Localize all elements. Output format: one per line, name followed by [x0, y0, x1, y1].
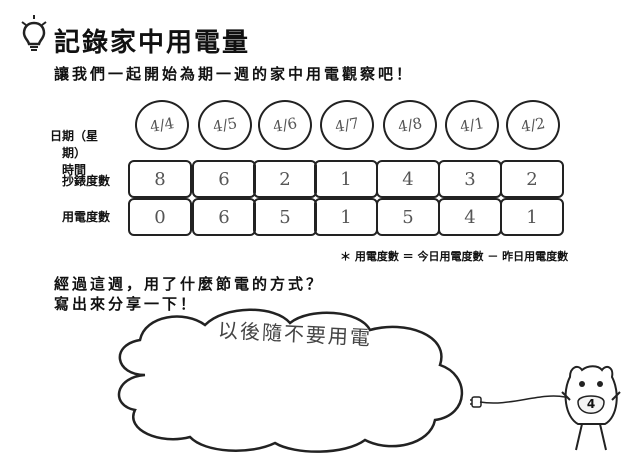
- date-circle-3: 4/6: [258, 100, 312, 150]
- reading-cell-4: 1: [314, 160, 378, 198]
- row-label-date: 日期（星期） 時間: [44, 127, 104, 178]
- reading-cell-6: 3: [438, 160, 502, 198]
- row-label-meter-reading: 抄錶度數: [61, 174, 110, 188]
- row-label-usage: 用電度數: [61, 210, 110, 224]
- date-value: 4/6: [271, 114, 299, 136]
- lightbulb-icon: [21, 15, 47, 51]
- reading-cell-1: 8: [128, 160, 192, 198]
- reading-cell-3: 2: [253, 160, 317, 198]
- reading-cell-5: 4: [376, 160, 440, 198]
- usage-cell-7: 1: [500, 198, 564, 236]
- date-circle-1: 4/4: [135, 100, 189, 150]
- date-circle-5: 4/8: [383, 100, 437, 150]
- usage-cell-2: 6: [192, 198, 256, 236]
- date-value: 4/5: [211, 114, 239, 136]
- date-value: 4/2: [519, 114, 547, 136]
- usage-cell-5: 5: [376, 198, 440, 236]
- usage-cell-6: 4: [438, 198, 502, 236]
- intro-text: 讓我們一起開始為期一週的家中用電觀察吧！: [54, 65, 415, 83]
- usage-cell-1: 0: [128, 198, 192, 236]
- plug-mascot-illustration: 4: [470, 365, 621, 451]
- answer-cloud: [117, 308, 464, 453]
- date-circle-2: 4/5: [198, 100, 252, 150]
- date-circle-4: 4/7: [320, 100, 374, 150]
- row-label-date-line2: 時間: [61, 163, 86, 177]
- mascot-badge-number: 4: [587, 397, 595, 411]
- date-circle-7: 4/2: [506, 100, 560, 150]
- question-line-2: 寫出來分享一下！: [54, 295, 199, 313]
- page-title: 記錄家中用電量: [54, 28, 251, 58]
- date-value: 4/4: [148, 114, 176, 136]
- reading-cell-7: 2: [500, 160, 564, 198]
- reading-cell-2: 6: [192, 160, 256, 198]
- date-circle-6: 4/1: [445, 100, 499, 150]
- usage-cell-3: 5: [253, 198, 317, 236]
- date-value: 4/7: [333, 114, 361, 136]
- date-value: 4/8: [396, 114, 424, 136]
- row-label-date-line1: 日期（星期）: [49, 129, 98, 160]
- date-value: 4/1: [458, 114, 486, 136]
- usage-cell-4: 1: [314, 198, 378, 236]
- usage-formula-note: ＊ 用電度數 ＝ 今日用電度數 － 昨日用電度數: [340, 250, 569, 263]
- question-line-1: 經過這週，用了什麼節電的方式？: [54, 275, 325, 293]
